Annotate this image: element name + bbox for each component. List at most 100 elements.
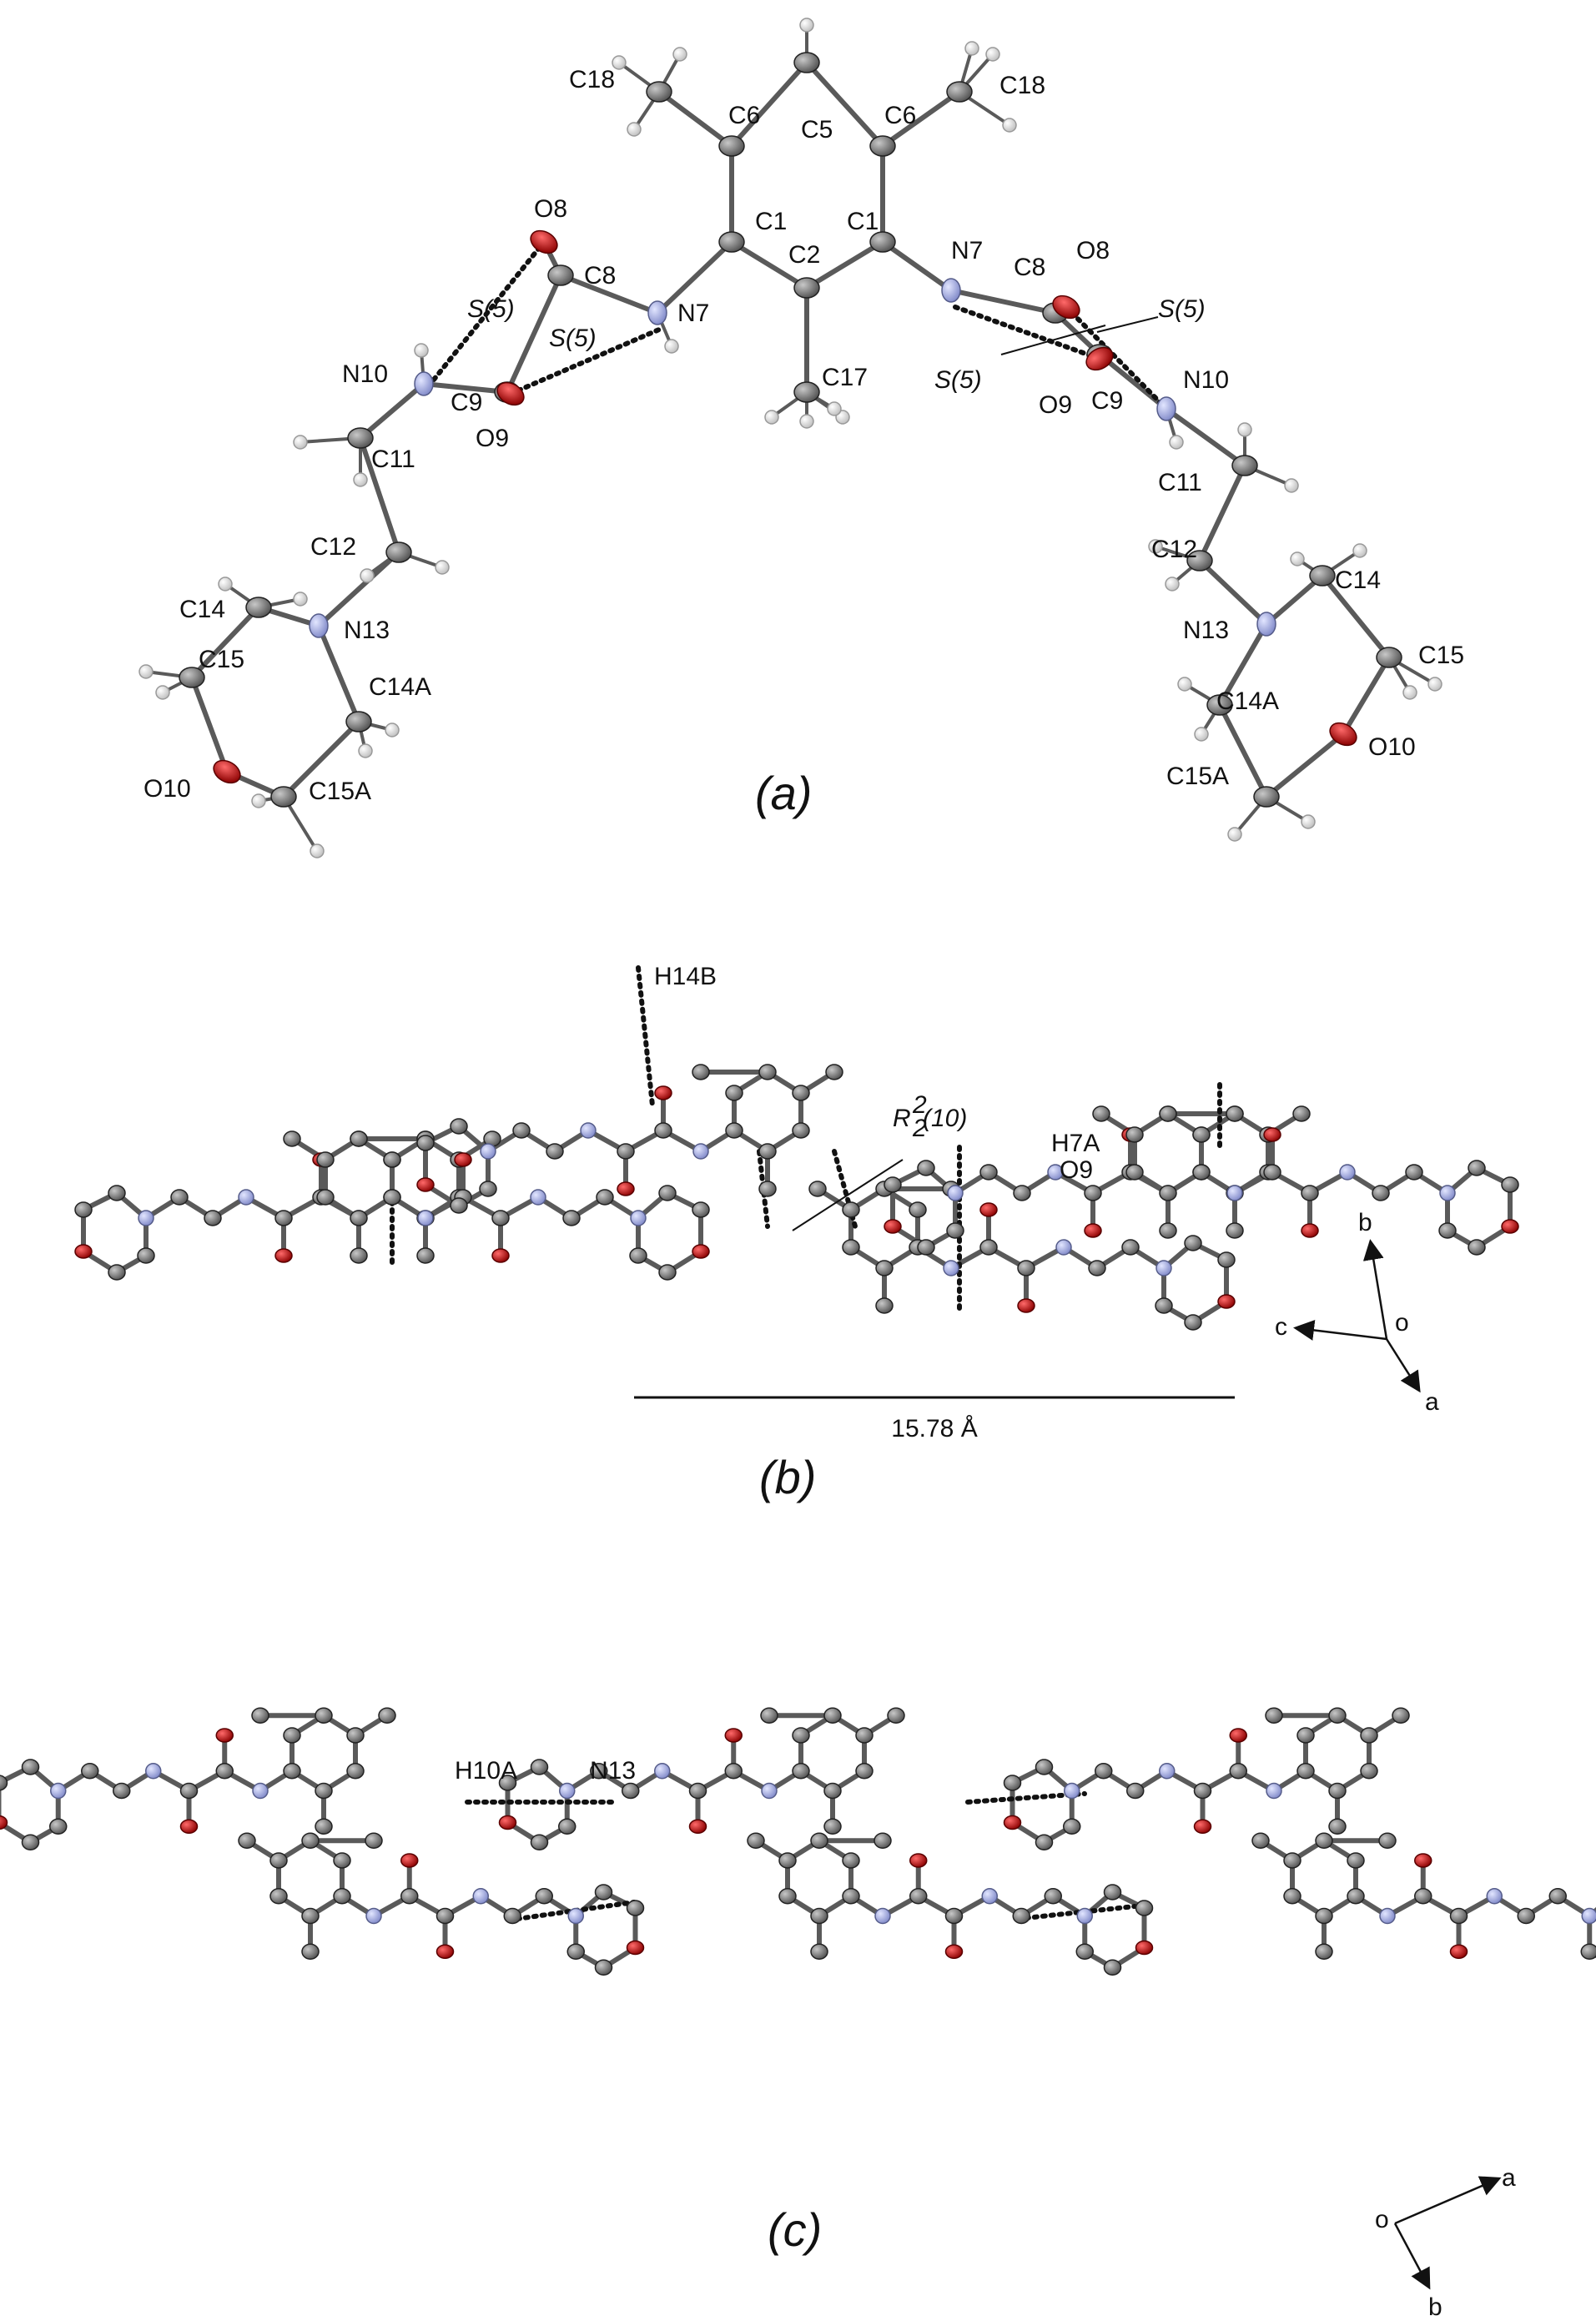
carbon-atom (1296, 1763, 1315, 1780)
axis-b-label-c: b (1428, 2293, 1442, 2321)
atom-label: C6 (728, 102, 760, 129)
nitrogen-atom (1439, 1185, 1456, 1201)
atom-label: C8 (1014, 254, 1045, 281)
carbon-atom (170, 1189, 189, 1206)
bond (505, 273, 563, 395)
carbon-atom (1193, 1782, 1212, 1800)
hydrogen-atom (672, 47, 687, 62)
scale-label: 15.78 Å (891, 1415, 977, 1442)
carbon-atom (590, 1763, 608, 1780)
atom-label: C17 (822, 364, 868, 391)
oxygen-atom (436, 1944, 455, 1959)
nitrogen-atom (252, 1782, 269, 1800)
nitrogen-atom (1266, 1782, 1282, 1800)
carbon-atom (1251, 1832, 1270, 1849)
bond (1217, 702, 1269, 799)
hydrogen-atom (1002, 118, 1017, 133)
atom-label: C11 (371, 446, 415, 473)
carbon-atom (1125, 1126, 1144, 1143)
label-ring-r: R (893, 1105, 911, 1132)
hydrogen-atom (218, 576, 233, 592)
carbon-atom (917, 1239, 935, 1256)
s5-leader (1096, 316, 1159, 333)
bond (358, 381, 426, 441)
oxygen-atom (617, 1181, 635, 1196)
carbon-atom (760, 1707, 778, 1724)
carbon-atom (1372, 1185, 1390, 1201)
panel-c-atoms (0, 1707, 1596, 1976)
carbon-atom (718, 135, 745, 157)
carbon-atom (1231, 455, 1258, 476)
carbon-atom (21, 1759, 40, 1775)
nitrogen-atom (1256, 612, 1276, 637)
carbon-atom (378, 1707, 396, 1724)
carbon-atom (274, 1210, 293, 1226)
atom-label: O10 (143, 775, 191, 803)
hydrogen-atom (1169, 435, 1184, 450)
carbon-atom (909, 1888, 928, 1905)
oxygen-atom (454, 1152, 472, 1167)
carbon-atom (566, 1943, 585, 1960)
hydrogen-atom (612, 55, 627, 70)
atom-label: C1 (755, 208, 787, 235)
carbon-atom (594, 1884, 613, 1901)
carbon-atom (74, 1201, 93, 1218)
carbon-atom (778, 1888, 797, 1905)
carbon-atom (350, 1210, 368, 1226)
atom-label: C9 (451, 389, 482, 416)
s5-leader (1000, 325, 1106, 355)
hydrogen-atom (435, 560, 450, 575)
ring-label-leader (792, 1159, 904, 1231)
nitrogen-atom (238, 1189, 254, 1206)
carbon-atom (658, 1264, 677, 1281)
hydrogen-bond (1015, 1904, 1137, 1921)
carbon-atom (855, 1727, 874, 1744)
carbon-atom (383, 1189, 401, 1206)
carbon-atom (1414, 1888, 1432, 1905)
nitrogen-atom (530, 1189, 546, 1206)
nitrogen-atom (1064, 1782, 1080, 1800)
hydrogen-bond (953, 305, 1102, 361)
carbon-atom (658, 1185, 677, 1201)
carbon-atom (21, 1834, 40, 1850)
carbon-atom (346, 1727, 365, 1744)
oxygen-atom (498, 1815, 517, 1830)
carbon-atom (1035, 1759, 1054, 1775)
carbon-atom (808, 1181, 827, 1197)
atom-label: C5 (801, 116, 833, 143)
carbon-atom (535, 1888, 553, 1905)
nitrogen-atom (654, 1763, 671, 1780)
carbon-atom (1012, 1907, 1030, 1925)
carbon-atom (347, 427, 374, 449)
nitrogen-atom (145, 1763, 162, 1780)
atom-label: C14 (179, 596, 225, 623)
bond (189, 675, 229, 774)
carbon-atom (979, 1239, 998, 1256)
oxygen-atom (74, 1244, 93, 1259)
carbon-atom (692, 1064, 710, 1080)
hydrogen-atom (964, 41, 979, 56)
carbon-atom (81, 1763, 99, 1780)
carbon-atom (692, 1201, 710, 1218)
carbon-atom (792, 1763, 810, 1780)
carbon-atom (1468, 1160, 1486, 1176)
hydrogen-atom (799, 414, 814, 429)
oxygen-atom (1085, 346, 1114, 371)
carbon-atom (1192, 1164, 1211, 1181)
bond (1320, 573, 1392, 660)
panel-b-chain: H14B R 2 2 (10) H7A O9 15.78 Å b c o a (… (74, 963, 1519, 1503)
hydrogen-bond (1064, 305, 1169, 411)
carbon-atom (944, 1907, 964, 1925)
carbon-atom (1347, 1852, 1365, 1869)
oxygen-atom (400, 1853, 419, 1868)
carbon-atom (946, 81, 973, 103)
carbon-atom (725, 1085, 743, 1101)
oxygen-atom (1217, 1294, 1236, 1309)
nitrogen-atom (1581, 1907, 1596, 1925)
carbon-atom (1517, 1907, 1535, 1925)
oxygen-atom (1449, 1944, 1468, 1959)
carbon-atom (1360, 1727, 1378, 1744)
carbon-atom (333, 1888, 351, 1905)
label-o9: O9 (1060, 1156, 1093, 1184)
nitrogen-atom (1047, 1164, 1064, 1181)
